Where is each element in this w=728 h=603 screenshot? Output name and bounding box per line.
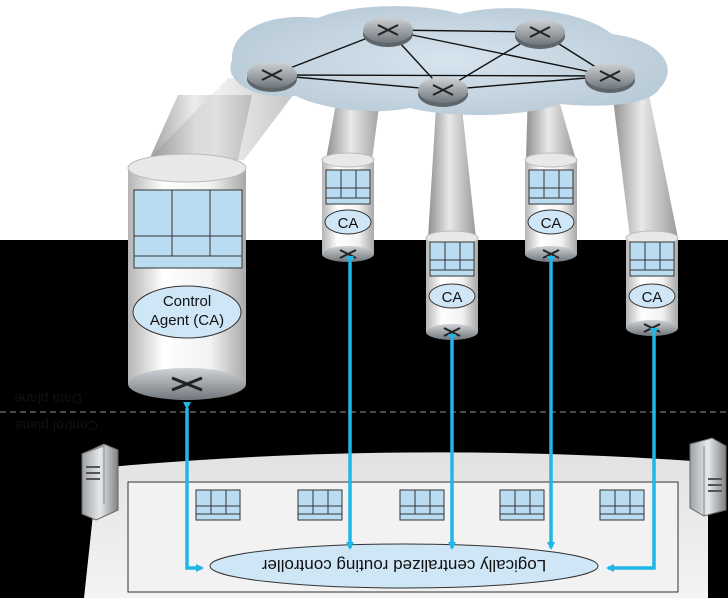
router-icon [247, 62, 297, 92]
control-agent-ellipse [132, 285, 242, 339]
ca-label: CA [541, 215, 562, 232]
flow-table-icon [399, 489, 445, 521]
control-plane-label: Control plane [15, 418, 98, 434]
ca-label: CA [442, 289, 463, 306]
router-icon [363, 17, 413, 47]
router-agent-3: CA [524, 152, 578, 262]
flow-table-icon [629, 241, 675, 277]
flow-table-icon [195, 489, 241, 521]
server-icon [81, 443, 119, 521]
router-icon [418, 77, 468, 107]
router-agent-1: CA [321, 152, 375, 262]
routing-controller [209, 543, 599, 589]
flow-table-icon [599, 489, 645, 521]
flow-table-icon [325, 169, 371, 205]
control-agent-label-line2: Agent (CA) [150, 312, 224, 329]
router-icon [515, 19, 565, 49]
ca-label: CA [642, 289, 663, 306]
control-arrow [606, 328, 658, 572]
router-agent-4: CA [625, 230, 679, 336]
flow-table-icon [499, 489, 545, 521]
flow-table-icon [133, 189, 243, 269]
control-arrow [183, 402, 204, 572]
router-agent-2: CA [425, 230, 479, 340]
control-agent-label-line1: Control [163, 293, 211, 310]
ca-label: CA [338, 215, 359, 232]
router-icon [171, 376, 203, 392]
routing-controller-label: Logically centralized routing controller [261, 556, 546, 575]
expanded-router: Control Agent (CA) [127, 153, 247, 400]
router-icon [585, 63, 635, 93]
flow-table-icon [528, 169, 574, 205]
flow-table-icon [429, 241, 475, 277]
control-arrows [183, 256, 658, 572]
data-plane-label: Data plane [14, 391, 82, 407]
server-icon [689, 437, 727, 517]
flow-table-icon [297, 489, 343, 521]
